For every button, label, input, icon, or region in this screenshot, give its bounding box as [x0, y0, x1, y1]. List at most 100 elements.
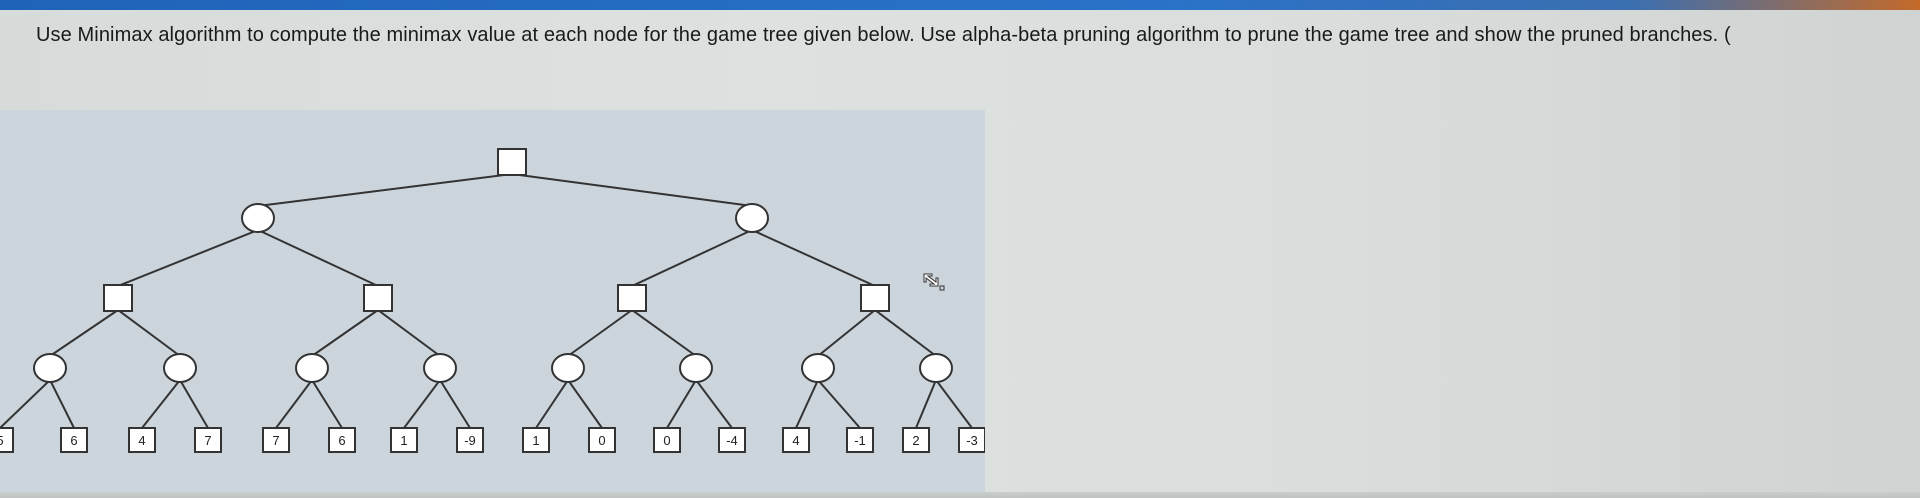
leaf-node: 6: [328, 427, 356, 453]
leaf-box: [902, 427, 930, 453]
leaf-node: -1: [846, 427, 874, 453]
leaf-node: -9: [456, 427, 484, 453]
game-tree-figure: 5 6 4 7 7 6 1 -9 1 0 0 -4 4 -1 2 -3: [0, 110, 985, 498]
max-node: [103, 284, 133, 312]
max-node: [860, 284, 890, 312]
min-node: [801, 353, 835, 383]
tree-edge: [117, 229, 259, 287]
leaf-value: -1: [854, 433, 866, 448]
resize-cursor-icon: [923, 273, 945, 291]
leaf-node: 1: [522, 427, 550, 453]
tree-edge: [874, 309, 937, 357]
tree-edge: [751, 229, 876, 287]
leaf-value: 1: [400, 433, 407, 448]
tree-edge: [311, 379, 343, 429]
leaf-box: [718, 427, 746, 453]
tree-edge: [817, 309, 876, 357]
tree-edge: [567, 379, 603, 429]
leaf-value: 7: [204, 433, 211, 448]
leaf-value: 5: [0, 433, 4, 448]
leaf-box: [0, 427, 14, 453]
leaf-box: [522, 427, 550, 453]
leaf-node: 2: [902, 427, 930, 453]
leaf-value: 6: [70, 433, 77, 448]
leaf-node: 6: [60, 427, 88, 453]
leaf-value: 4: [792, 433, 799, 448]
tree-edge: [257, 229, 379, 287]
tree-edge: [141, 379, 181, 429]
tree-edge: [535, 379, 569, 429]
tree-edge: [311, 309, 379, 357]
min-node: [163, 353, 197, 383]
min-node: [295, 353, 329, 383]
tree-edge: [377, 309, 441, 357]
min-node: [33, 353, 67, 383]
leaf-box: [128, 427, 156, 453]
tree-edge: [117, 309, 181, 357]
leaf-node: 7: [194, 427, 222, 453]
min-node: [735, 203, 769, 233]
leaf-value: -4: [726, 433, 738, 448]
leaf-box: [653, 427, 681, 453]
tree-edge: [666, 379, 697, 429]
tree-nodes: 5 6 4 7 7 6 1 -9 1 0 0 -4 4 -1 2 -3: [0, 148, 985, 453]
leaf-value: 6: [338, 433, 345, 448]
tree-edges: [0, 173, 973, 429]
window-top-bar: [0, 0, 1920, 10]
max-node: [497, 148, 527, 176]
leaf-box: [958, 427, 985, 453]
leaf-box: [194, 427, 222, 453]
leaf-value: -3: [966, 433, 978, 448]
leaf-box: [846, 427, 874, 453]
tree-edge: [179, 379, 209, 429]
tree-edge: [275, 379, 313, 429]
leaf-value: 4: [138, 433, 145, 448]
min-node: [679, 353, 713, 383]
tree-edge: [511, 173, 753, 207]
leaf-box: [328, 427, 356, 453]
question-text: Use Minimax algorithm to compute the min…: [36, 24, 1731, 46]
tree-edge: [403, 379, 441, 429]
game-tree-svg: 5 6 4 7 7 6 1 -9 1 0 0 -4 4 -1 2 -3: [0, 148, 985, 453]
leaf-node: 0: [653, 427, 681, 453]
leaf-box: [262, 427, 290, 453]
screen-bottom-edge: [0, 492, 1920, 498]
leaf-node: 1: [390, 427, 418, 453]
leaf-value: 0: [598, 433, 605, 448]
leaf-node: 4: [782, 427, 810, 453]
leaf-node: -4: [718, 427, 746, 453]
tree-edge: [817, 379, 861, 429]
leaf-box: [390, 427, 418, 453]
leaf-node: -3: [958, 427, 985, 453]
leaf-box: [60, 427, 88, 453]
tree-edge: [915, 379, 937, 429]
leaf-node: 5: [0, 427, 14, 453]
tree-edge: [49, 309, 119, 357]
leaf-value: -9: [464, 433, 476, 448]
max-node: [617, 284, 647, 312]
leaf-box: [588, 427, 616, 453]
tree-edge: [631, 229, 753, 287]
min-node: [919, 353, 953, 383]
tree-edge: [0, 379, 51, 429]
max-node: [363, 284, 393, 312]
leaf-node: 4: [128, 427, 156, 453]
leaf-box: [456, 427, 484, 453]
min-node: [241, 203, 275, 233]
leaf-value: 7: [272, 433, 279, 448]
tree-edge: [631, 309, 697, 357]
tree-edge: [935, 379, 973, 429]
tree-edge: [695, 379, 733, 429]
tree-edge: [439, 379, 471, 429]
tree-edge: [567, 309, 633, 357]
leaf-node: 7: [262, 427, 290, 453]
tree-edge: [257, 173, 513, 207]
leaf-value: 0: [663, 433, 670, 448]
leaf-box: [782, 427, 810, 453]
tree-edge: [49, 379, 75, 429]
tree-edge: [795, 379, 819, 429]
leaf-node: 0: [588, 427, 616, 453]
leaf-value: 2: [912, 433, 919, 448]
min-node: [423, 353, 457, 383]
leaf-value: 1: [532, 433, 539, 448]
